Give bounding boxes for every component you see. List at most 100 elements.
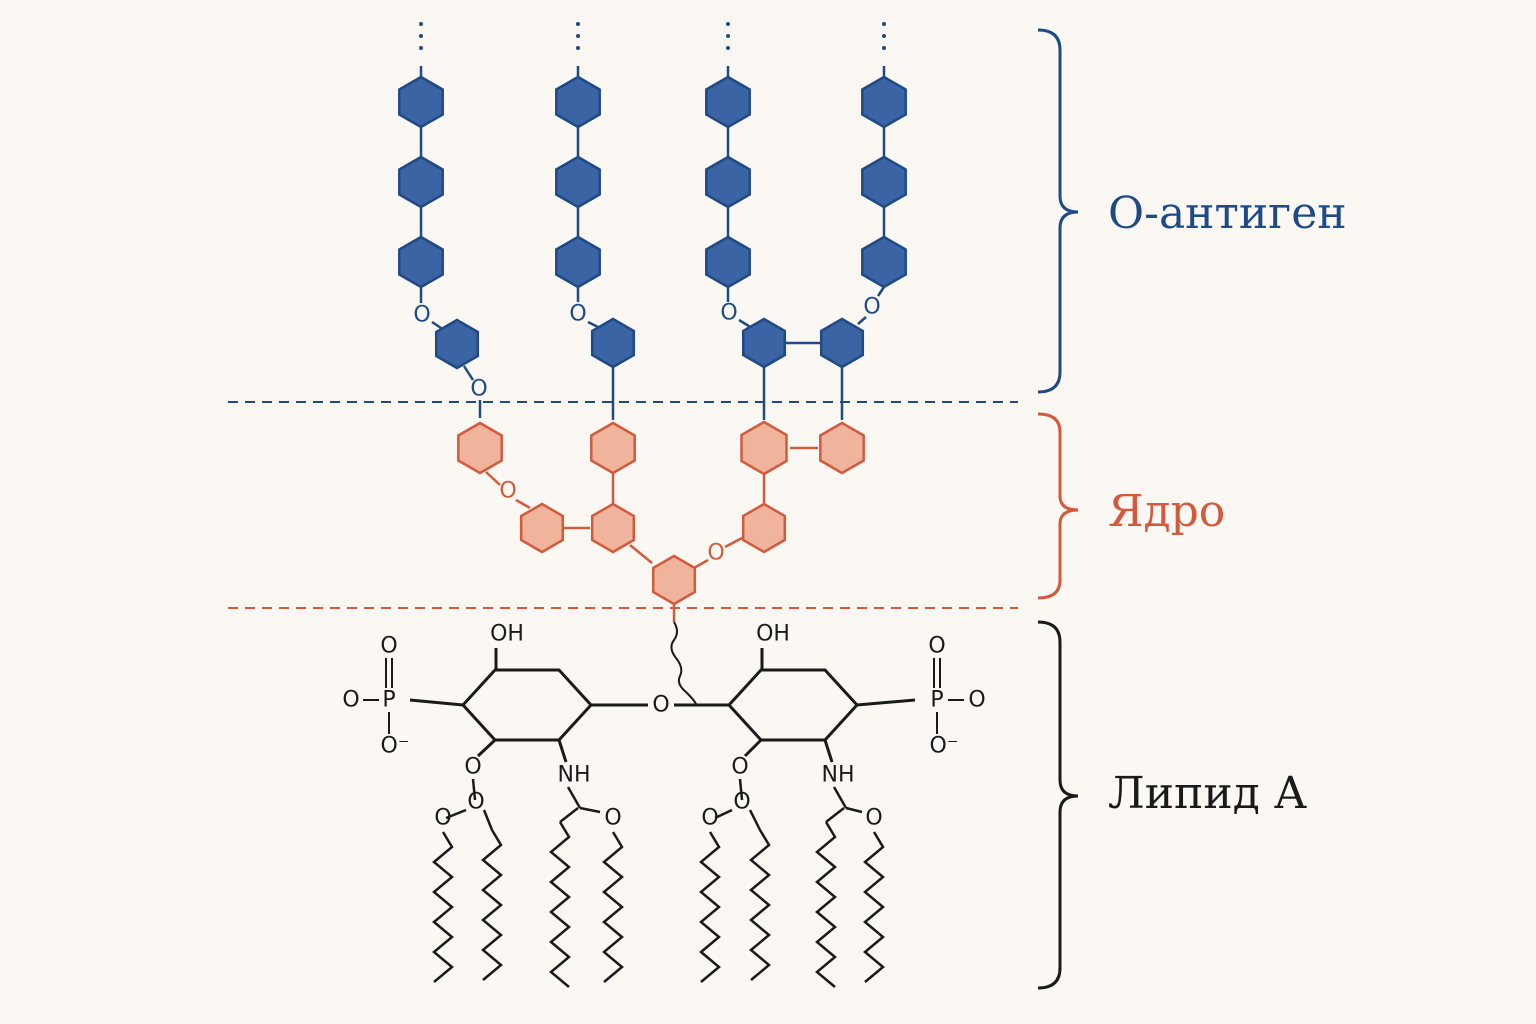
o-antigen-sugar-ring <box>590 317 636 369</box>
chain-continuation-dot <box>576 22 580 26</box>
amide-bond <box>557 739 568 763</box>
carbonyl-oxygen: O <box>467 790 484 815</box>
phosphate-oxygen: O <box>928 634 945 659</box>
glycosidic-bond <box>629 544 653 564</box>
ester-bond <box>748 809 762 831</box>
glycosidic-bond <box>857 316 867 325</box>
core-oligosaccharide: OO <box>457 420 865 622</box>
chain-continuation-dot <box>882 46 886 50</box>
o-antigen-sugar-ring <box>398 75 444 129</box>
ester-bond <box>714 808 733 820</box>
fatty-acid-chain <box>481 829 503 981</box>
glycosidic-oxygen: O <box>569 302 586 327</box>
ester-bond <box>743 738 763 758</box>
amide-bond <box>559 807 579 823</box>
o-antigen-label: О-антиген <box>1108 188 1347 239</box>
core-sugar-ring <box>651 554 697 606</box>
chain-continuation-dot <box>419 46 423 50</box>
glycosidic-bond <box>876 286 886 297</box>
o-antigen-brace <box>1037 28 1079 394</box>
glycosidic-oxygen: O <box>499 479 516 504</box>
phosphate-bond <box>409 698 464 707</box>
amide-bond <box>579 806 601 814</box>
phosphorus-label: P <box>930 688 943 713</box>
chain-continuation-dot <box>576 34 580 38</box>
core-lipid-linkage <box>670 621 697 705</box>
glycosidic-oxygen: O <box>707 541 724 566</box>
chain-continuation-dot <box>726 46 730 50</box>
o-antigen-sugar-ring <box>705 155 751 209</box>
phosphate-bond <box>856 698 916 707</box>
ester-oxygen: O <box>464 755 481 780</box>
lipid-a-label: Липид А <box>1108 768 1307 819</box>
amide-bond <box>825 807 845 823</box>
phosphate-anion: O⁻ <box>930 734 959 759</box>
fatty-acid-chain <box>815 821 837 988</box>
core-sugar-ring <box>519 502 565 554</box>
chain-continuation-dot <box>419 22 423 26</box>
glucosamine-ring <box>726 668 860 742</box>
glycosidic-oxygen: O <box>470 377 487 402</box>
o-antigen-sugar-ring <box>705 235 751 289</box>
glucosamine-ring <box>460 668 594 742</box>
core-sugar-ring <box>590 421 636 475</box>
fatty-acid-chain <box>749 829 771 981</box>
core-label: Ядро <box>1108 486 1225 537</box>
hydroxyl-label: OH <box>756 622 790 647</box>
chain-continuation-dot <box>882 22 886 26</box>
amine-label: NH <box>558 763 591 788</box>
chain-continuation-dot <box>419 34 423 38</box>
core-sugar-ring <box>740 420 788 476</box>
amide-bond <box>823 739 834 763</box>
core-sugar-ring <box>819 421 865 475</box>
glycosidic-oxygen: O <box>863 295 880 320</box>
amide-bond <box>845 806 863 814</box>
o-antigen-sugar-ring <box>741 317 787 369</box>
o-antigen-sugar-ring <box>705 75 751 129</box>
o-antigen-sugar-ring <box>555 235 601 289</box>
amide-bond <box>832 786 848 809</box>
core-sugar-ring <box>457 421 503 475</box>
phosphorus-label: P <box>382 688 395 713</box>
phosphate-anion: O⁻ <box>381 734 410 759</box>
o-antigen-sugar-ring <box>861 75 907 129</box>
ester-bond <box>738 778 744 801</box>
hydroxyl-label: OH <box>490 622 524 647</box>
o-antigen-sugar-ring <box>555 75 601 129</box>
carbonyl-oxygen: O <box>733 790 750 815</box>
o-antigen-sugar-ring <box>861 155 907 209</box>
glycosidic-bond <box>485 471 501 486</box>
phosphate-oxygen: O <box>968 688 985 713</box>
phosphate-oxygen: O <box>342 688 359 713</box>
ester-bond <box>445 808 467 820</box>
o-antigen-sugar-ring <box>398 235 444 289</box>
core-sugar-ring <box>741 502 787 554</box>
ester-oxygen: O <box>731 755 748 780</box>
core-brace <box>1037 412 1079 600</box>
o-antigen-chains: O O O O O <box>398 22 907 420</box>
o-antigen-sugar-ring <box>434 318 480 370</box>
chain-continuation-dot <box>726 34 730 38</box>
amine-label: NH <box>822 763 855 788</box>
amide-oxygen: O <box>604 806 621 831</box>
amide-oxygen: O <box>865 806 882 831</box>
fatty-acid-chain <box>863 831 885 983</box>
glycosidic-oxygen: O <box>652 693 669 718</box>
core-sugar-ring <box>590 502 636 554</box>
glycosidic-bond <box>515 498 531 510</box>
amide-bond <box>566 786 582 809</box>
lipid-a-brace <box>1037 620 1079 990</box>
ester-bond <box>471 778 477 801</box>
o-antigen-sugar-ring <box>819 317 865 369</box>
fatty-acid-chain <box>432 831 454 983</box>
glycosidic-bond <box>724 536 743 549</box>
fatty-acid-chain <box>549 821 571 988</box>
fatty-acid-chain <box>699 831 721 983</box>
o-antigen-sugar-ring <box>398 155 444 209</box>
ester-oxygen: O <box>701 806 718 831</box>
glycosidic-oxygen: O <box>720 301 737 326</box>
phosphate-oxygen: O <box>380 634 397 659</box>
glycosidic-oxygen: O <box>413 303 430 328</box>
